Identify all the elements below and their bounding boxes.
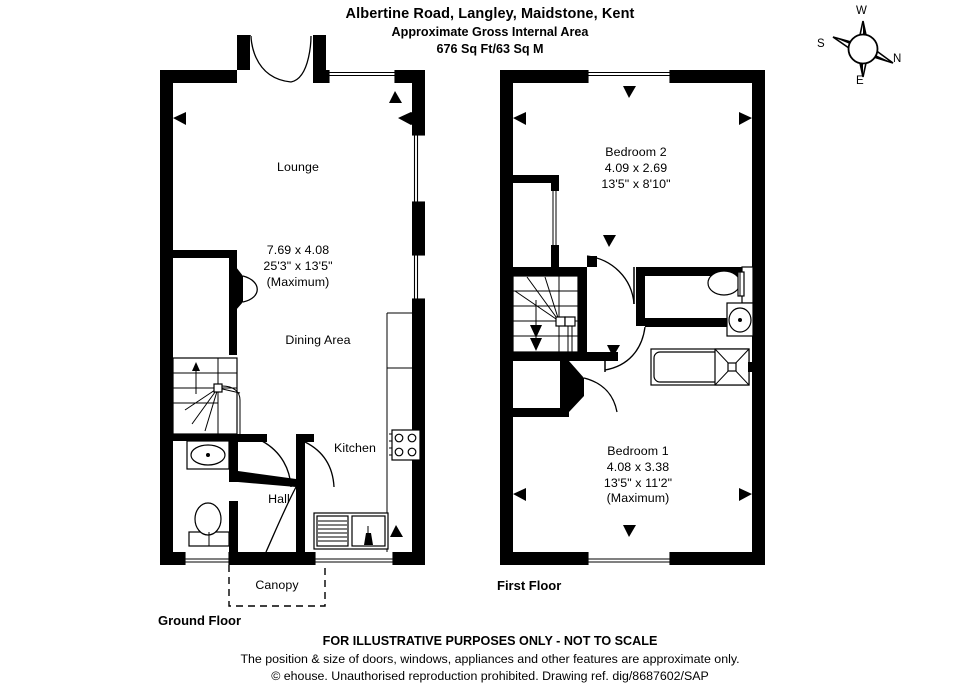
label-hall: Hall	[268, 492, 290, 506]
ground-floor-window-markers	[173, 91, 412, 537]
ground-floor-kitchen-fixtures	[313, 312, 421, 552]
page-title: Albertine Road, Langley, Maidstone, Kent	[345, 6, 635, 22]
caption-ground-floor: Ground Floor	[158, 613, 242, 628]
ground-floor-walls	[160, 35, 425, 565]
page-header: Albertine Road, Langley, Maidstone, Kent…	[0, 5, 980, 57]
label-bedroom-2: Bedroom 2 4.09 x 2.69 13'5" x 8'10"	[601, 145, 671, 191]
label-lounge: Lounge	[277, 160, 319, 174]
front-door-arcs	[249, 35, 312, 83]
first-floor-wardrobe	[513, 175, 559, 275]
compass-label-south: S	[817, 38, 825, 50]
header-area: 676 Sq Ft/63 Sq M	[436, 41, 544, 56]
first-floor-windows	[587, 70, 671, 565]
first-floor-partitions	[513, 256, 752, 417]
label-lounge-dimensions: 7.69 x 4.08 25'3" x 13'5" (Maximum)	[263, 243, 333, 289]
first-floor-window-markers	[513, 86, 752, 537]
ground-floor-staircase	[172, 357, 241, 435]
footer-copyright: © ehouse. Unauthorised reproduction proh…	[271, 669, 709, 684]
compass-label-north: N	[893, 53, 902, 65]
compass-icon	[832, 20, 894, 78]
ground-floor-windows	[184, 70, 425, 565]
header-subtitle: Approximate Gross Internal Area	[391, 25, 589, 40]
footer-note: The position & size of doors, windows, a…	[240, 651, 740, 666]
first-floor-staircase	[512, 275, 579, 353]
ground-floor-partitions	[173, 250, 314, 552]
caption-first-floor: First Floor	[497, 578, 562, 593]
footer-disclaimer: FOR ILLUSTRATIVE PURPOSES ONLY - NOT TO …	[322, 634, 658, 648]
label-dining-area: Dining Area	[285, 333, 351, 347]
ground-floor-wc-fixtures	[186, 440, 230, 547]
label-canopy: Canopy	[255, 578, 299, 592]
ground-floor-door-arcs	[238, 440, 335, 553]
label-kitchen: Kitchen	[333, 441, 377, 455]
first-floor-bathroom-fixtures	[650, 266, 754, 386]
page-footer: FOR ILLUSTRATIVE PURPOSES ONLY - NOT TO …	[0, 633, 980, 686]
ground-floor-canopy	[228, 565, 326, 607]
compass-label-west: W	[856, 5, 867, 17]
first-floor-door-arcs	[583, 255, 646, 413]
compass-label-east: E	[856, 75, 864, 87]
compass-rose: W N E S	[815, 5, 915, 90]
label-bedroom-1: Bedroom 1 4.08 x 3.38 13'5" x 11'2" (Max…	[603, 444, 673, 506]
